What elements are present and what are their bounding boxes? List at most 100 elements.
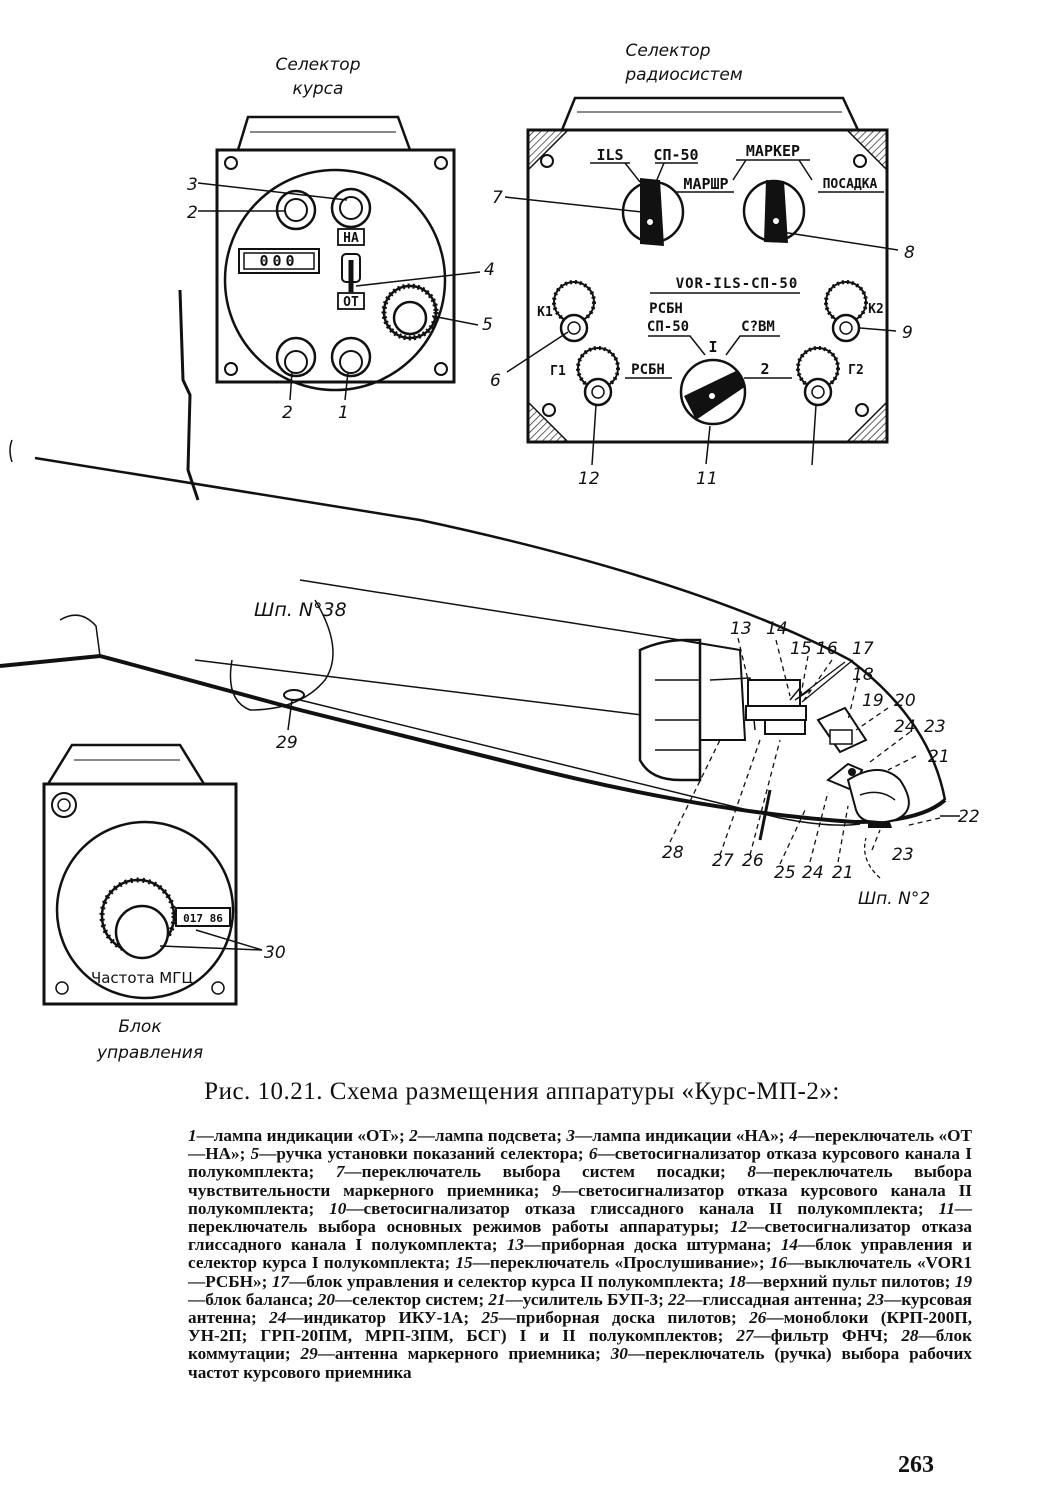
- callout-9: 9: [902, 323, 913, 343]
- upper-panel-18-20: [816, 706, 868, 754]
- figure-caption: Рис. 10.21. Схема размещения аппаратуры …: [204, 1078, 840, 1105]
- selector-knob-5[interactable]: [381, 283, 439, 341]
- legend-item-text: —усилитель БУП-3;: [505, 1289, 669, 1309]
- callout-27: 27: [712, 851, 734, 871]
- legend-item-text: —светосигнализатор отказа глиссадного ка…: [346, 1198, 939, 1218]
- legend-item-text: —селектор систем;: [334, 1289, 489, 1309]
- legend-item-number: 25: [481, 1308, 499, 1328]
- legend-item-number: 24: [269, 1308, 287, 1328]
- legend-item-number: 1: [188, 1126, 197, 1145]
- course-selector-title-2: курса: [293, 79, 344, 99]
- legend-item-text: —приборная доска пилотов;: [498, 1308, 750, 1328]
- marker-sensitivity-switch-8[interactable]: [742, 179, 806, 243]
- callout-16: 16: [816, 639, 838, 659]
- control-block: 017 86 Частота МГЦ Блок управления: [42, 743, 263, 1063]
- callout-30: 30: [264, 943, 286, 963]
- callout-8: 8: [904, 243, 915, 263]
- marker-antenna-29: [283, 689, 305, 701]
- callout-7: 7: [492, 188, 503, 208]
- label-two: 2: [760, 360, 769, 378]
- legend-item-text: —глиссадная антенна;: [685, 1289, 867, 1309]
- landing-system-switch-7[interactable]: [621, 178, 685, 246]
- lamp-2-bottom: [275, 336, 317, 378]
- legend-item: 20—селектор систем;: [318, 1290, 489, 1309]
- frame-2-label: Шп. N°2: [858, 889, 930, 909]
- label-marker: МАРКЕР: [746, 142, 800, 160]
- course-fail-lamp-k2: [824, 280, 868, 343]
- legend-item-text: —лампа подсвета;: [417, 1126, 567, 1145]
- label-g1: Г1: [550, 364, 566, 379]
- callout-15: 15: [790, 639, 812, 659]
- legend-item-text: —антенна маркерного приемника;: [317, 1344, 611, 1364]
- callout-numbers: 3 2 4 5 2 1 7 8 9 6 12 11 13 14 15 16 17…: [187, 175, 980, 963]
- legend-item: 9—светосигнализатор отказа курсового кан…: [188, 1181, 972, 1218]
- legend-item: 18—верхний пульт пилотов;: [729, 1272, 955, 1291]
- legend-item: 8—переключатель выбора чувствительности …: [188, 1162, 972, 1200]
- radio-systems-selector: Селектор радиосистем ILS СП-50 МАРШР МАР…: [504, 41, 899, 466]
- legend-item-number: 26: [749, 1308, 767, 1328]
- legend-item-text: —верхний пульт пилотов;: [745, 1271, 955, 1291]
- label-ot: ОТ: [343, 295, 359, 310]
- legend-item-text: —ручка установки показаний селектора;: [259, 1144, 589, 1164]
- label-k2: К2: [868, 302, 884, 317]
- callout-22: 22: [958, 807, 980, 827]
- legend-item-text: —светосигнализатор отказа глиссадного ка…: [188, 1217, 972, 1255]
- label-sp50-b: СП-50: [647, 319, 689, 335]
- legend-item: 25—приборная доска пилотов;: [481, 1308, 749, 1327]
- label-svm: С?ВМ: [741, 319, 775, 335]
- legend-item-number: 20: [317, 1289, 335, 1309]
- legend-item-text: —курсовая антенна;: [188, 1289, 972, 1328]
- legend-item-text: —приборная доска штурмана;: [523, 1235, 781, 1255]
- course-selector-title-1: Селектор: [275, 55, 360, 75]
- legend-item: 14—блок управления и селектор курса I по…: [188, 1235, 972, 1273]
- legend-item: 29—антенна маркерного приемника;: [300, 1344, 610, 1363]
- legend-item: 7—переключатель выбора систем посадки;: [336, 1162, 748, 1181]
- mode-switch-11[interactable]: [679, 358, 747, 426]
- legend-item-number: 2: [409, 1126, 418, 1145]
- callout-28: 28: [662, 843, 684, 863]
- legend-item-number: 29: [300, 1344, 318, 1364]
- legend-item-number: 3: [566, 1126, 576, 1145]
- legend-item-number: 7: [335, 1162, 345, 1182]
- legend-item: 30—переключатель (ручка) выбора рабочих …: [188, 1344, 972, 1382]
- callout-2: 2: [187, 203, 198, 223]
- callout-14: 14: [766, 619, 788, 639]
- label-one: I: [708, 338, 717, 356]
- frequency-knob-30[interactable]: [99, 877, 177, 960]
- course-fail-lamp-k1: [552, 280, 596, 343]
- callout-25: 25: [774, 863, 796, 883]
- course-selector: Селектор курса НА 000 ОТ: [197, 55, 481, 401]
- callout-6: 6: [490, 371, 501, 391]
- legend-item-number: 27: [736, 1326, 754, 1346]
- label-vor-ils: VOR-ILS-СП-50: [676, 276, 799, 292]
- lamp-3-ha: [330, 187, 372, 229]
- lamp-1-ot: [330, 336, 372, 378]
- legend-item-text: —лампа индикации «НА»;: [575, 1126, 789, 1145]
- callout-23-bottom: 23: [892, 845, 914, 865]
- callout-19: 19: [862, 691, 884, 711]
- legend-item-text: —переключатель «Прослушивание»;: [472, 1253, 770, 1273]
- label-g2: Г2: [848, 363, 864, 378]
- toggle-ot-ha[interactable]: [341, 253, 361, 292]
- label-ils: ILS: [596, 146, 623, 164]
- callout-24-top: 24: [894, 717, 916, 737]
- radio-selector-title-2: радиосистем: [624, 65, 743, 85]
- legend-item-text: —выключатель «VOR1—РСБН»;: [188, 1253, 972, 1291]
- legend-item-text: —лампа индикации «ОТ»;: [196, 1126, 410, 1145]
- glide-fail-lamp-g1: [576, 346, 620, 407]
- legend-item: 15—переключатель «Прослушивание»;: [455, 1253, 769, 1272]
- frame-38-label: Шп. N°38: [254, 599, 347, 621]
- legend-item-number: 8: [747, 1162, 756, 1182]
- callout-17: 17: [852, 639, 874, 659]
- control-units-14-17: [745, 679, 811, 735]
- label-rsbn: РСБН: [631, 362, 665, 378]
- page-number: 263: [898, 1452, 934, 1478]
- legend-item: 3—лампа индикации «НА»;: [566, 1126, 789, 1145]
- legend-item: 5—ручка установки показаний селектора;: [251, 1144, 589, 1163]
- legend-item: 6—светосигнализатор отказа курсового кан…: [188, 1144, 972, 1182]
- figure-legend: 1—лампа индикации «ОТ»; 2—лампа подсвета…: [188, 1126, 972, 1382]
- legend-item-number: 10: [329, 1198, 347, 1218]
- legend-item-number: 12: [730, 1217, 748, 1237]
- callout-29: 29: [276, 733, 298, 753]
